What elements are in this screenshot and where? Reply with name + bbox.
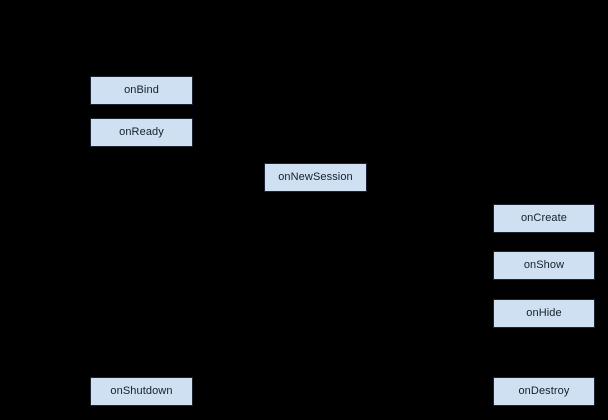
node-label-on-new-session: onNewSession bbox=[278, 171, 353, 183]
node-on-hide[interactable]: onHide bbox=[493, 299, 595, 328]
node-label-on-bind: onBind bbox=[124, 84, 159, 96]
node-label-on-hide: onHide bbox=[526, 307, 562, 319]
node-on-show[interactable]: onShow bbox=[493, 251, 595, 280]
node-on-ready[interactable]: onReady bbox=[90, 118, 193, 147]
node-label-on-ready: onReady bbox=[119, 126, 164, 138]
node-on-create[interactable]: onCreate bbox=[493, 204, 595, 233]
node-label-on-destroy: onDestroy bbox=[518, 385, 570, 397]
node-on-shutdown[interactable]: onShutdown bbox=[90, 377, 193, 406]
node-on-bind[interactable]: onBind bbox=[90, 76, 193, 105]
node-label-on-show: onShow bbox=[523, 259, 565, 271]
node-on-new-session[interactable]: onNewSession bbox=[264, 163, 367, 192]
node-label-on-shutdown: onShutdown bbox=[110, 385, 173, 397]
node-label-on-create: onCreate bbox=[520, 212, 568, 224]
node-on-destroy[interactable]: onDestroy bbox=[493, 377, 595, 406]
